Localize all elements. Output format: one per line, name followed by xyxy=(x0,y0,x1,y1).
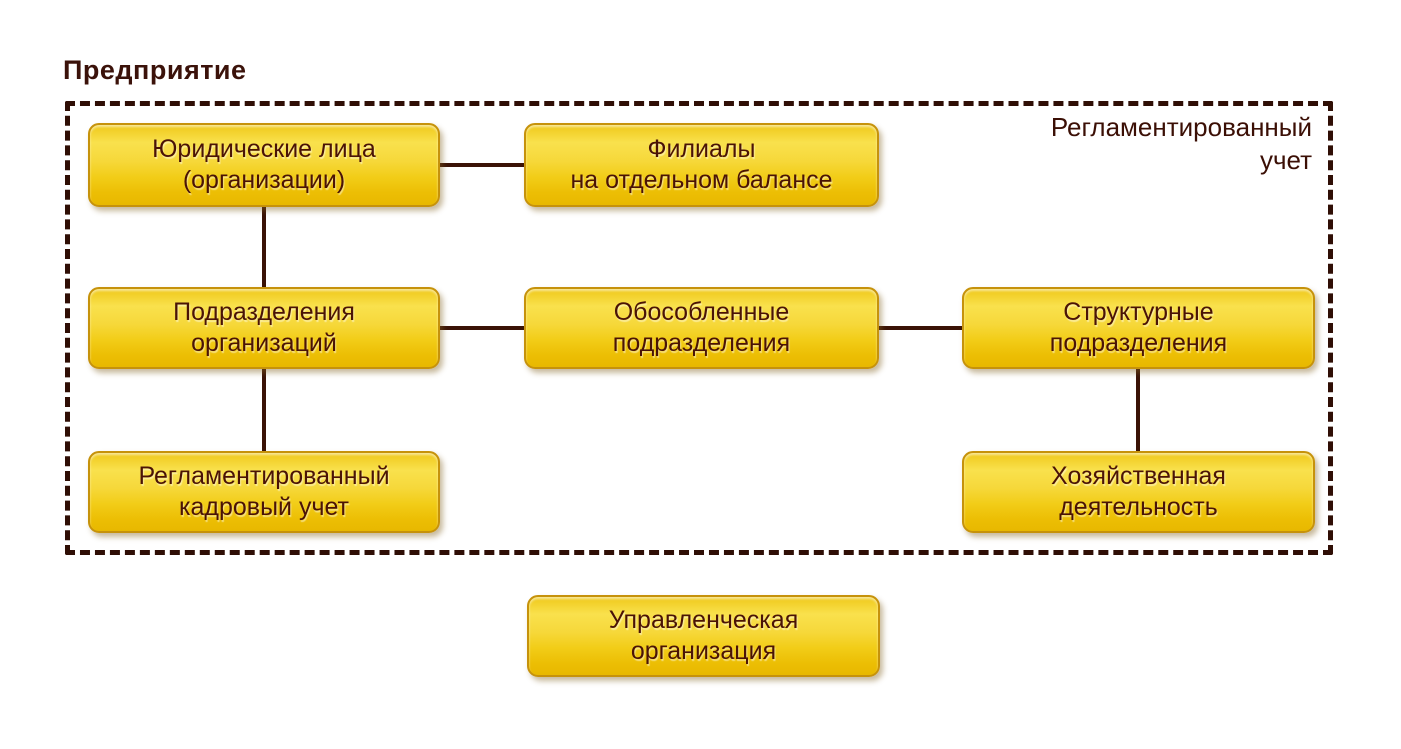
regulated-accounting-label: Регламентированный учет xyxy=(1050,112,1312,176)
node-org-departments: Подразделения организаций xyxy=(88,287,440,369)
node-management-organization: Управленческая организация xyxy=(527,595,880,677)
connector-structural-to-business xyxy=(1136,369,1140,451)
node-structural-subdivisions: Структурные подразделения xyxy=(962,287,1315,369)
enterprise-dashed-frame xyxy=(65,101,1333,555)
connector-orgdepartments-to-separate xyxy=(440,326,524,330)
node-separate-subdivisions: Обособленные подразделения xyxy=(524,287,879,369)
connector-legal-to-branches xyxy=(440,163,524,167)
connector-legal-to-orgdepartments xyxy=(262,207,266,287)
node-branches-separate-balance: Филиалы на отдельном балансе xyxy=(524,123,879,207)
node-legal-entities: Юридические лица (организации) xyxy=(88,123,440,207)
node-business-activity: Хозяйственная деятельность xyxy=(962,451,1315,533)
connector-separate-to-structural xyxy=(879,326,962,330)
connector-orgdepartments-to-reghr xyxy=(262,369,266,451)
diagram-title: Предприятие xyxy=(63,55,247,85)
node-regulated-hr-accounting: Регламентированный кадровый учет xyxy=(88,451,440,533)
